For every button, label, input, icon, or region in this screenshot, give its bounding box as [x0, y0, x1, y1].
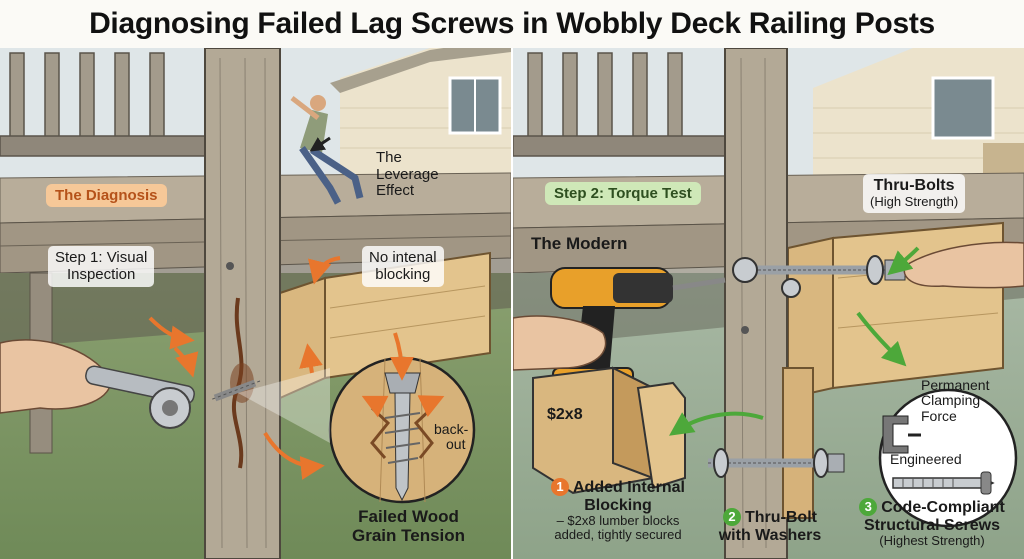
item-number-badge: 2	[723, 508, 741, 526]
house	[813, 48, 1024, 178]
diagnosis-illustration	[0, 48, 511, 559]
house	[330, 48, 511, 178]
lumber-blocks	[532, 366, 686, 495]
diagnosis-label: The Diagnosis	[46, 184, 167, 207]
engineered-label: Engineered	[890, 451, 962, 467]
item-number-badge: 3	[859, 498, 878, 516]
thru-bolts-label: Thru-Bolts (High Strength)	[863, 174, 966, 214]
back-railing	[0, 52, 206, 157]
step2-label: Step 2: Torque Test	[545, 182, 701, 205]
structural-screws-closeup	[878, 388, 1018, 528]
lag-screw	[209, 379, 261, 402]
railing-post	[204, 48, 281, 559]
railing-post	[724, 48, 788, 559]
lumber-size-mark: $2x8	[547, 406, 583, 423]
back-out-label: back-out	[434, 421, 469, 453]
green-arrows	[669, 246, 920, 436]
lower-thru-bolt	[708, 367, 845, 519]
hand	[903, 241, 1024, 289]
page-title: Diagnosing Failed Lag Screws in Wobbly D…	[0, 0, 1024, 48]
back-railing	[513, 52, 729, 157]
solution-illustration	[513, 48, 1024, 559]
solution-panel: Step 2: Torque Test The Modern Thru-Bolt…	[513, 48, 1024, 559]
panel-divider	[511, 48, 513, 559]
modern-label: The Modern	[531, 234, 628, 253]
orange-arrows	[148, 256, 445, 480]
push-arrow	[309, 136, 331, 152]
item-number-badge: 1	[550, 478, 569, 496]
ratchet-wrench	[0, 339, 195, 429]
